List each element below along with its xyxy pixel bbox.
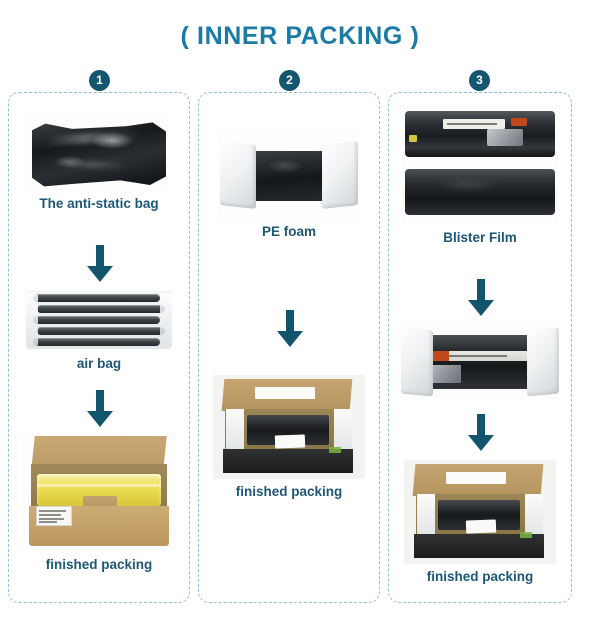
cartridge-yellow-chip bbox=[409, 135, 417, 142]
open-carton-with-cartridge-photo bbox=[404, 460, 556, 564]
foam-cap-left bbox=[401, 327, 433, 397]
foam-cap-right bbox=[527, 327, 559, 397]
foam-cap-right bbox=[334, 409, 352, 451]
foam-cap-left bbox=[417, 494, 435, 536]
cartridge-clear-film bbox=[487, 129, 523, 146]
foam-cap-right bbox=[525, 494, 543, 536]
label-line bbox=[39, 518, 64, 520]
step-badge-2: 2 bbox=[279, 70, 300, 91]
carton-barcode-label bbox=[36, 506, 72, 526]
foam-cap-left bbox=[226, 409, 244, 451]
carton-green-mark bbox=[329, 447, 341, 453]
step-anti-static-bag: The anti-static bag bbox=[9, 117, 189, 211]
label-line bbox=[39, 510, 66, 512]
two-toner-cartridges-blister-film-photo bbox=[401, 105, 559, 225]
step-finished-packing: finished packing bbox=[199, 375, 379, 499]
step-finished-packing: finished packing bbox=[9, 434, 189, 572]
carton-green-mark bbox=[520, 532, 532, 538]
step-cartridge-in-foam bbox=[389, 325, 571, 406]
down-arrow-icon bbox=[85, 245, 115, 283]
carton-instruction-tag bbox=[465, 519, 497, 534]
cartridge-label bbox=[427, 351, 533, 361]
step-caption: finished packing bbox=[426, 569, 534, 584]
air-bag-seal-left bbox=[26, 293, 38, 347]
step-pe-foam: PE foam bbox=[199, 133, 379, 239]
step-caption: finished packing bbox=[235, 484, 343, 499]
packing-column-3: Blister Film bbox=[388, 92, 572, 603]
cartridge-orange-seal bbox=[511, 118, 527, 126]
down-arrow-icon bbox=[466, 279, 496, 317]
toner-cartridge-bottom bbox=[405, 169, 555, 215]
pe-foam-end-caps-photo bbox=[218, 133, 360, 219]
foam-cap-left bbox=[220, 141, 256, 209]
cartridge-clear-film bbox=[431, 365, 461, 383]
carton-front-panel bbox=[223, 449, 353, 473]
black-anti-static-bag-photo bbox=[28, 117, 170, 191]
stacked-air-bag-tubes-photo bbox=[24, 289, 174, 351]
packing-column-2: PE foam finished packing bbox=[198, 92, 380, 603]
air-bag-tube bbox=[37, 327, 165, 335]
step-caption: PE foam bbox=[261, 224, 316, 239]
carton-white-label bbox=[446, 472, 506, 484]
cartridge-label bbox=[443, 119, 505, 129]
toner-cartridge-top bbox=[405, 111, 555, 157]
page-title: ( INNER PACKING ) bbox=[180, 22, 420, 50]
step-badge-3: 3 bbox=[469, 70, 490, 91]
label-line bbox=[39, 521, 57, 523]
packing-column-1: The anti-static bag air bag bbox=[8, 92, 190, 603]
label-line bbox=[39, 514, 61, 516]
foam-cap-right bbox=[322, 141, 358, 209]
carton-front-panel bbox=[414, 534, 544, 558]
air-bag-seal-right bbox=[160, 293, 172, 347]
cartridge-between-foam-caps-photo bbox=[401, 325, 559, 401]
air-bag-tube bbox=[33, 316, 160, 324]
bag-body-shape bbox=[32, 122, 166, 187]
down-arrow-icon bbox=[466, 414, 496, 452]
step-badge-1: 1 bbox=[89, 70, 110, 91]
step-caption: air bag bbox=[76, 356, 122, 371]
air-bag-tube-stack bbox=[33, 294, 165, 346]
cartridge-orange-seal bbox=[433, 351, 449, 361]
open-carton-with-black-wrapped-item-photo bbox=[213, 375, 365, 479]
step-finished-packing: finished packing bbox=[389, 460, 571, 584]
air-bag-tube bbox=[37, 305, 165, 313]
down-arrow-icon bbox=[275, 310, 305, 348]
air-bag-tube bbox=[33, 338, 160, 346]
carton-white-label bbox=[255, 387, 315, 399]
step-caption: The anti-static bag bbox=[39, 196, 159, 211]
step-caption: Blister Film bbox=[443, 230, 517, 245]
step-caption: finished packing bbox=[45, 557, 153, 572]
carton-instruction-tag bbox=[274, 434, 306, 449]
black-wrapped-item bbox=[248, 151, 330, 201]
open-carton-with-yellow-air-bags-photo bbox=[21, 434, 177, 552]
down-arrow-icon bbox=[85, 390, 115, 428]
step-blister-film: Blister Film bbox=[389, 105, 571, 245]
step-air-bag: air bag bbox=[9, 289, 189, 371]
air-bag-tube bbox=[33, 294, 160, 302]
